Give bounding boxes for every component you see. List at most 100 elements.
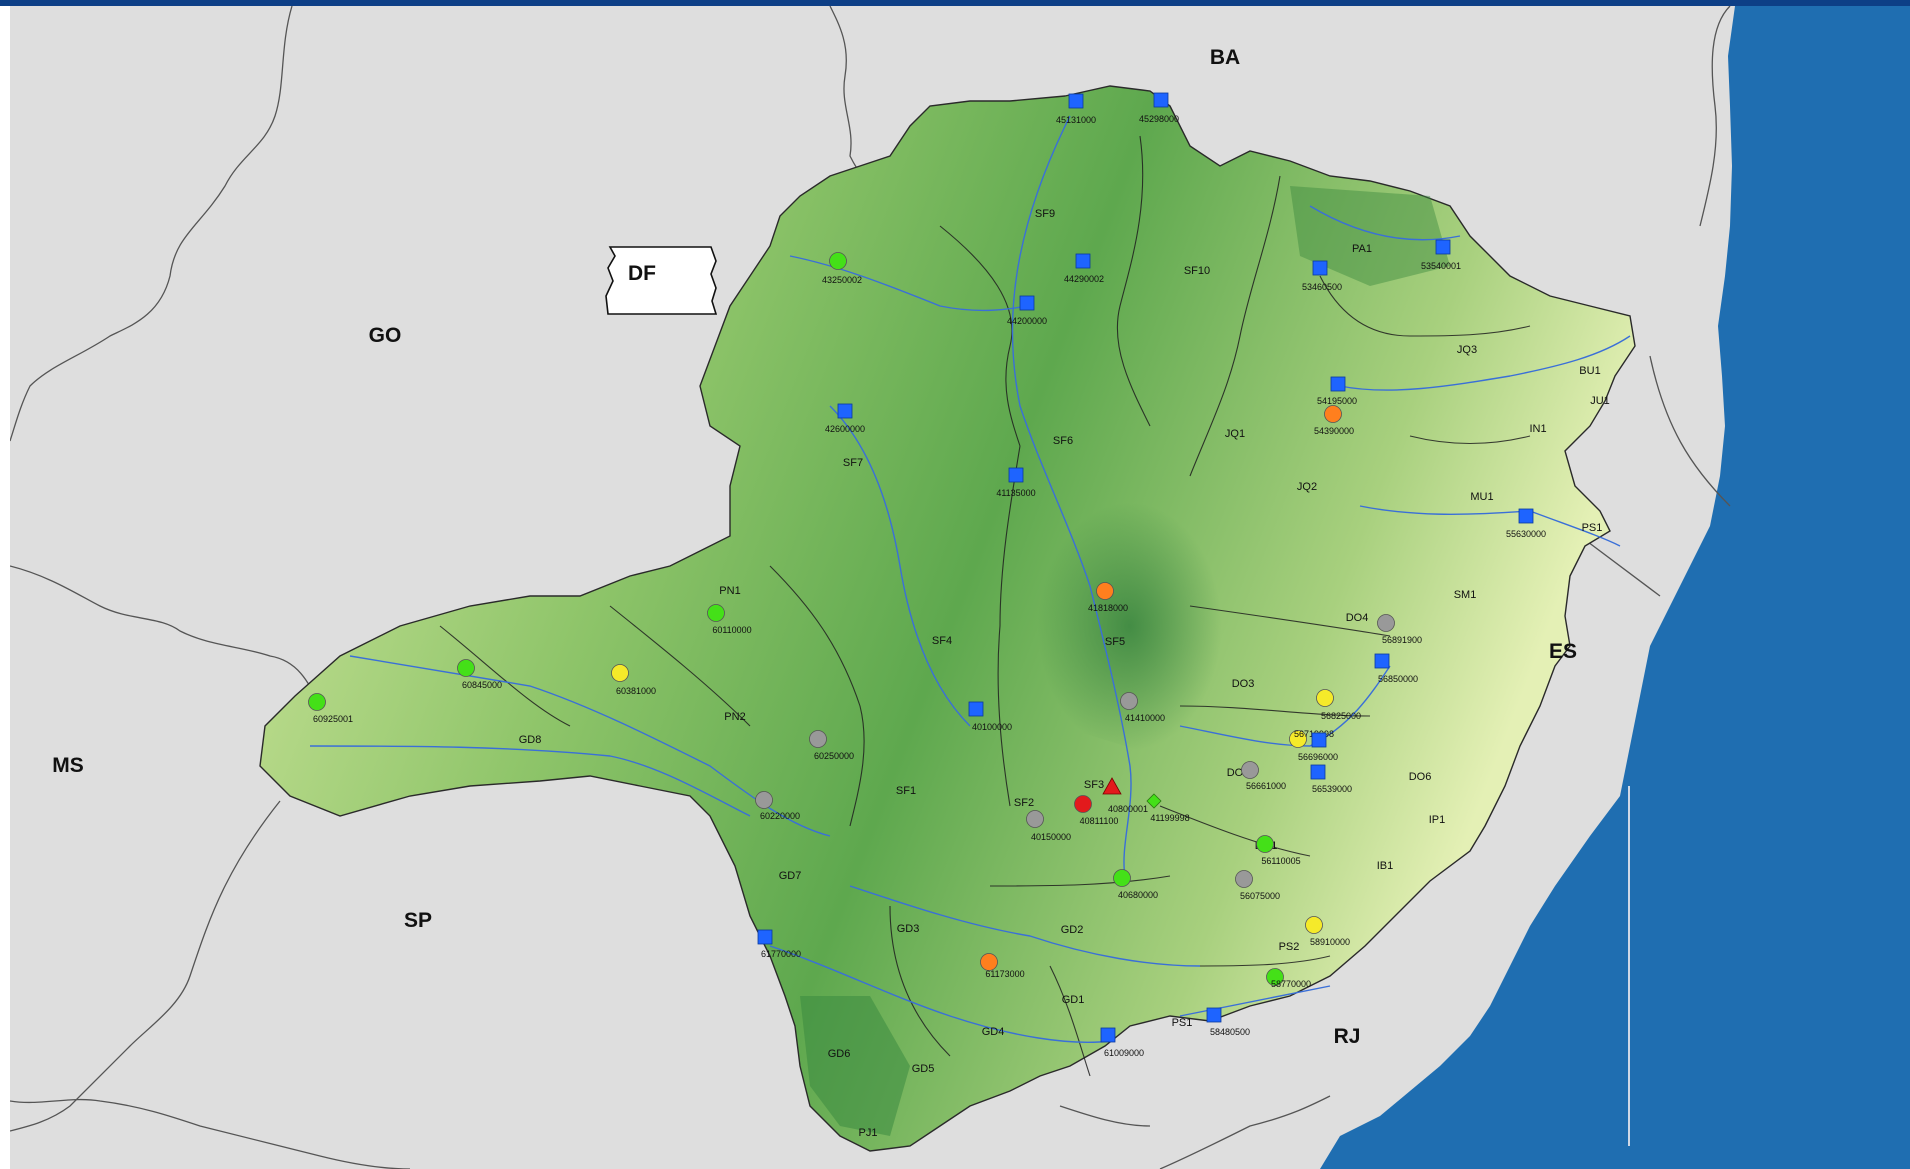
- station-41199998[interactable]: 41199998: [1146, 793, 1190, 823]
- station-diamond-marker[interactable]: [1146, 793, 1162, 809]
- station-square-marker[interactable]: [968, 701, 984, 717]
- station-61009000[interactable]: 61009000: [1100, 1027, 1144, 1058]
- station-56891900[interactable]: 56891900: [1377, 614, 1423, 646]
- station-61173000[interactable]: 61173000: [980, 953, 1025, 980]
- station-60381000[interactable]: 60381000: [611, 664, 657, 697]
- station-circle-marker[interactable]: [1096, 582, 1114, 600]
- station-40100000[interactable]: 40100000: [968, 701, 1012, 732]
- station-56661000[interactable]: 56661000: [1241, 761, 1287, 792]
- station-56539000[interactable]: 56539000: [1310, 764, 1352, 794]
- station-circle-marker[interactable]: [1289, 730, 1307, 748]
- station-60845000[interactable]: 60845000: [457, 659, 503, 691]
- station-45298000[interactable]: 45298000: [1139, 92, 1179, 124]
- station-60250000[interactable]: 60250000: [809, 730, 855, 762]
- station-43250002[interactable]: 43250002: [822, 252, 862, 286]
- station-60925001[interactable]: 60925001: [308, 693, 354, 725]
- station-circle-marker[interactable]: [755, 791, 773, 809]
- station-circle-marker[interactable]: [1235, 870, 1253, 888]
- station-58480500[interactable]: 58480500: [1206, 1007, 1250, 1037]
- station-code-label: 40800001: [1108, 804, 1148, 814]
- station-square-marker[interactable]: [1068, 93, 1084, 109]
- station-square-marker[interactable]: [1311, 732, 1327, 748]
- station-code-label: 41818000: [1088, 603, 1128, 613]
- station-circle-marker[interactable]: [457, 659, 475, 677]
- station-circle-marker[interactable]: [980, 953, 998, 971]
- station-53460500[interactable]: 53460500: [1302, 260, 1342, 292]
- station-circle-marker[interactable]: [1266, 968, 1284, 986]
- basin-label-sf2: SF2: [1014, 797, 1034, 809]
- station-44290002[interactable]: 44290002: [1064, 253, 1104, 284]
- station-56696000[interactable]: 56696000: [1298, 732, 1338, 762]
- basin-label-pj1: PJ1: [859, 1127, 878, 1139]
- station-circle-marker[interactable]: [1316, 689, 1334, 707]
- station-41818000[interactable]: 41818000: [1088, 582, 1128, 614]
- basin-label-gd6: GD6: [828, 1048, 851, 1060]
- station-square-marker[interactable]: [1312, 260, 1328, 276]
- station-circle-marker[interactable]: [1113, 869, 1131, 887]
- station-square-marker[interactable]: [837, 403, 853, 419]
- station-41410000[interactable]: 41410000: [1120, 692, 1166, 724]
- station-circle-marker[interactable]: [1324, 405, 1342, 423]
- minas-gerais-relief: [259, 85, 1636, 1152]
- station-circle-marker[interactable]: [1074, 795, 1092, 813]
- station-square-marker[interactable]: [1153, 92, 1169, 108]
- station-54195000[interactable]: 54195000: [1317, 376, 1357, 406]
- station-square-marker[interactable]: [757, 929, 773, 945]
- state-label-es: ES: [1549, 640, 1577, 663]
- station-code-label: 41135000: [996, 488, 1035, 498]
- station-square-marker[interactable]: [1374, 653, 1390, 669]
- station-code-label: 58910000: [1310, 937, 1350, 947]
- station-56825000[interactable]: 56825000: [1316, 689, 1362, 722]
- station-circle-marker[interactable]: [1256, 835, 1274, 853]
- station-square-marker[interactable]: [1100, 1027, 1116, 1043]
- station-55630000[interactable]: 55630000: [1506, 508, 1546, 539]
- basin-label-sf7: SF7: [843, 457, 863, 469]
- station-40150000[interactable]: 40150000: [1026, 810, 1072, 843]
- station-circle-marker[interactable]: [809, 730, 827, 748]
- station-circle-marker[interactable]: [1026, 810, 1044, 828]
- station-code-label: 60925001: [313, 714, 353, 724]
- station-58770000[interactable]: 58770000: [1266, 968, 1312, 990]
- basin-label-ib1: IB1: [1377, 860, 1394, 872]
- station-circle-marker[interactable]: [1305, 916, 1323, 934]
- station-45131000[interactable]: 45131000: [1056, 93, 1096, 125]
- station-56850000[interactable]: 56850000: [1374, 653, 1418, 684]
- basin-label-pn1: PN1: [719, 585, 740, 597]
- station-square-marker[interactable]: [1206, 1007, 1222, 1023]
- station-square-marker[interactable]: [1518, 508, 1534, 524]
- station-41135000[interactable]: 41135000: [996, 467, 1036, 498]
- basin-label-gd2: GD2: [1061, 924, 1084, 936]
- station-circle-marker[interactable]: [611, 664, 629, 682]
- station-square-marker[interactable]: [1310, 764, 1326, 780]
- station-40811100[interactable]: 40811100: [1074, 795, 1119, 827]
- station-circle-marker[interactable]: [1120, 692, 1138, 710]
- station-53540001[interactable]: 53540001: [1421, 239, 1461, 271]
- station-square-marker[interactable]: [1330, 376, 1346, 392]
- station-circle-marker[interactable]: [707, 604, 725, 622]
- station-58910000[interactable]: 58910000: [1305, 916, 1351, 948]
- station-code-label: 56110005: [1261, 856, 1300, 866]
- station-56075000[interactable]: 56075000: [1235, 870, 1281, 902]
- station-circle-marker[interactable]: [829, 252, 847, 270]
- station-60220000[interactable]: 60220000: [755, 791, 801, 822]
- station-code-label: 61770000: [761, 949, 801, 959]
- station-square-marker[interactable]: [1435, 239, 1451, 255]
- station-square-marker[interactable]: [1075, 253, 1091, 269]
- station-triangle-marker[interactable]: [1102, 777, 1122, 795]
- station-circle-marker[interactable]: [308, 693, 326, 711]
- station-44200000[interactable]: 44200000: [1007, 295, 1047, 326]
- station-circle-marker[interactable]: [1377, 614, 1395, 632]
- station-square-marker[interactable]: [1019, 295, 1035, 311]
- station-square-marker[interactable]: [1008, 467, 1024, 483]
- station-40680000[interactable]: 40680000: [1113, 869, 1159, 901]
- station-circle-marker[interactable]: [1241, 761, 1259, 779]
- station-60110000[interactable]: 60110000: [707, 604, 752, 636]
- station-61770000[interactable]: 61770000: [757, 929, 801, 959]
- station-markers[interactable]: 45131000 45298000 43250002 44290002 44200000…: [308, 92, 1547, 1058]
- station-40800001[interactable]: 40800001: [1102, 777, 1148, 814]
- station-56110005[interactable]: 56110005: [1256, 835, 1301, 867]
- station-42600000[interactable]: 42600000: [825, 403, 865, 434]
- station-54390000[interactable]: 54390000: [1314, 405, 1354, 437]
- relief-shading: [1010, 456, 1240, 766]
